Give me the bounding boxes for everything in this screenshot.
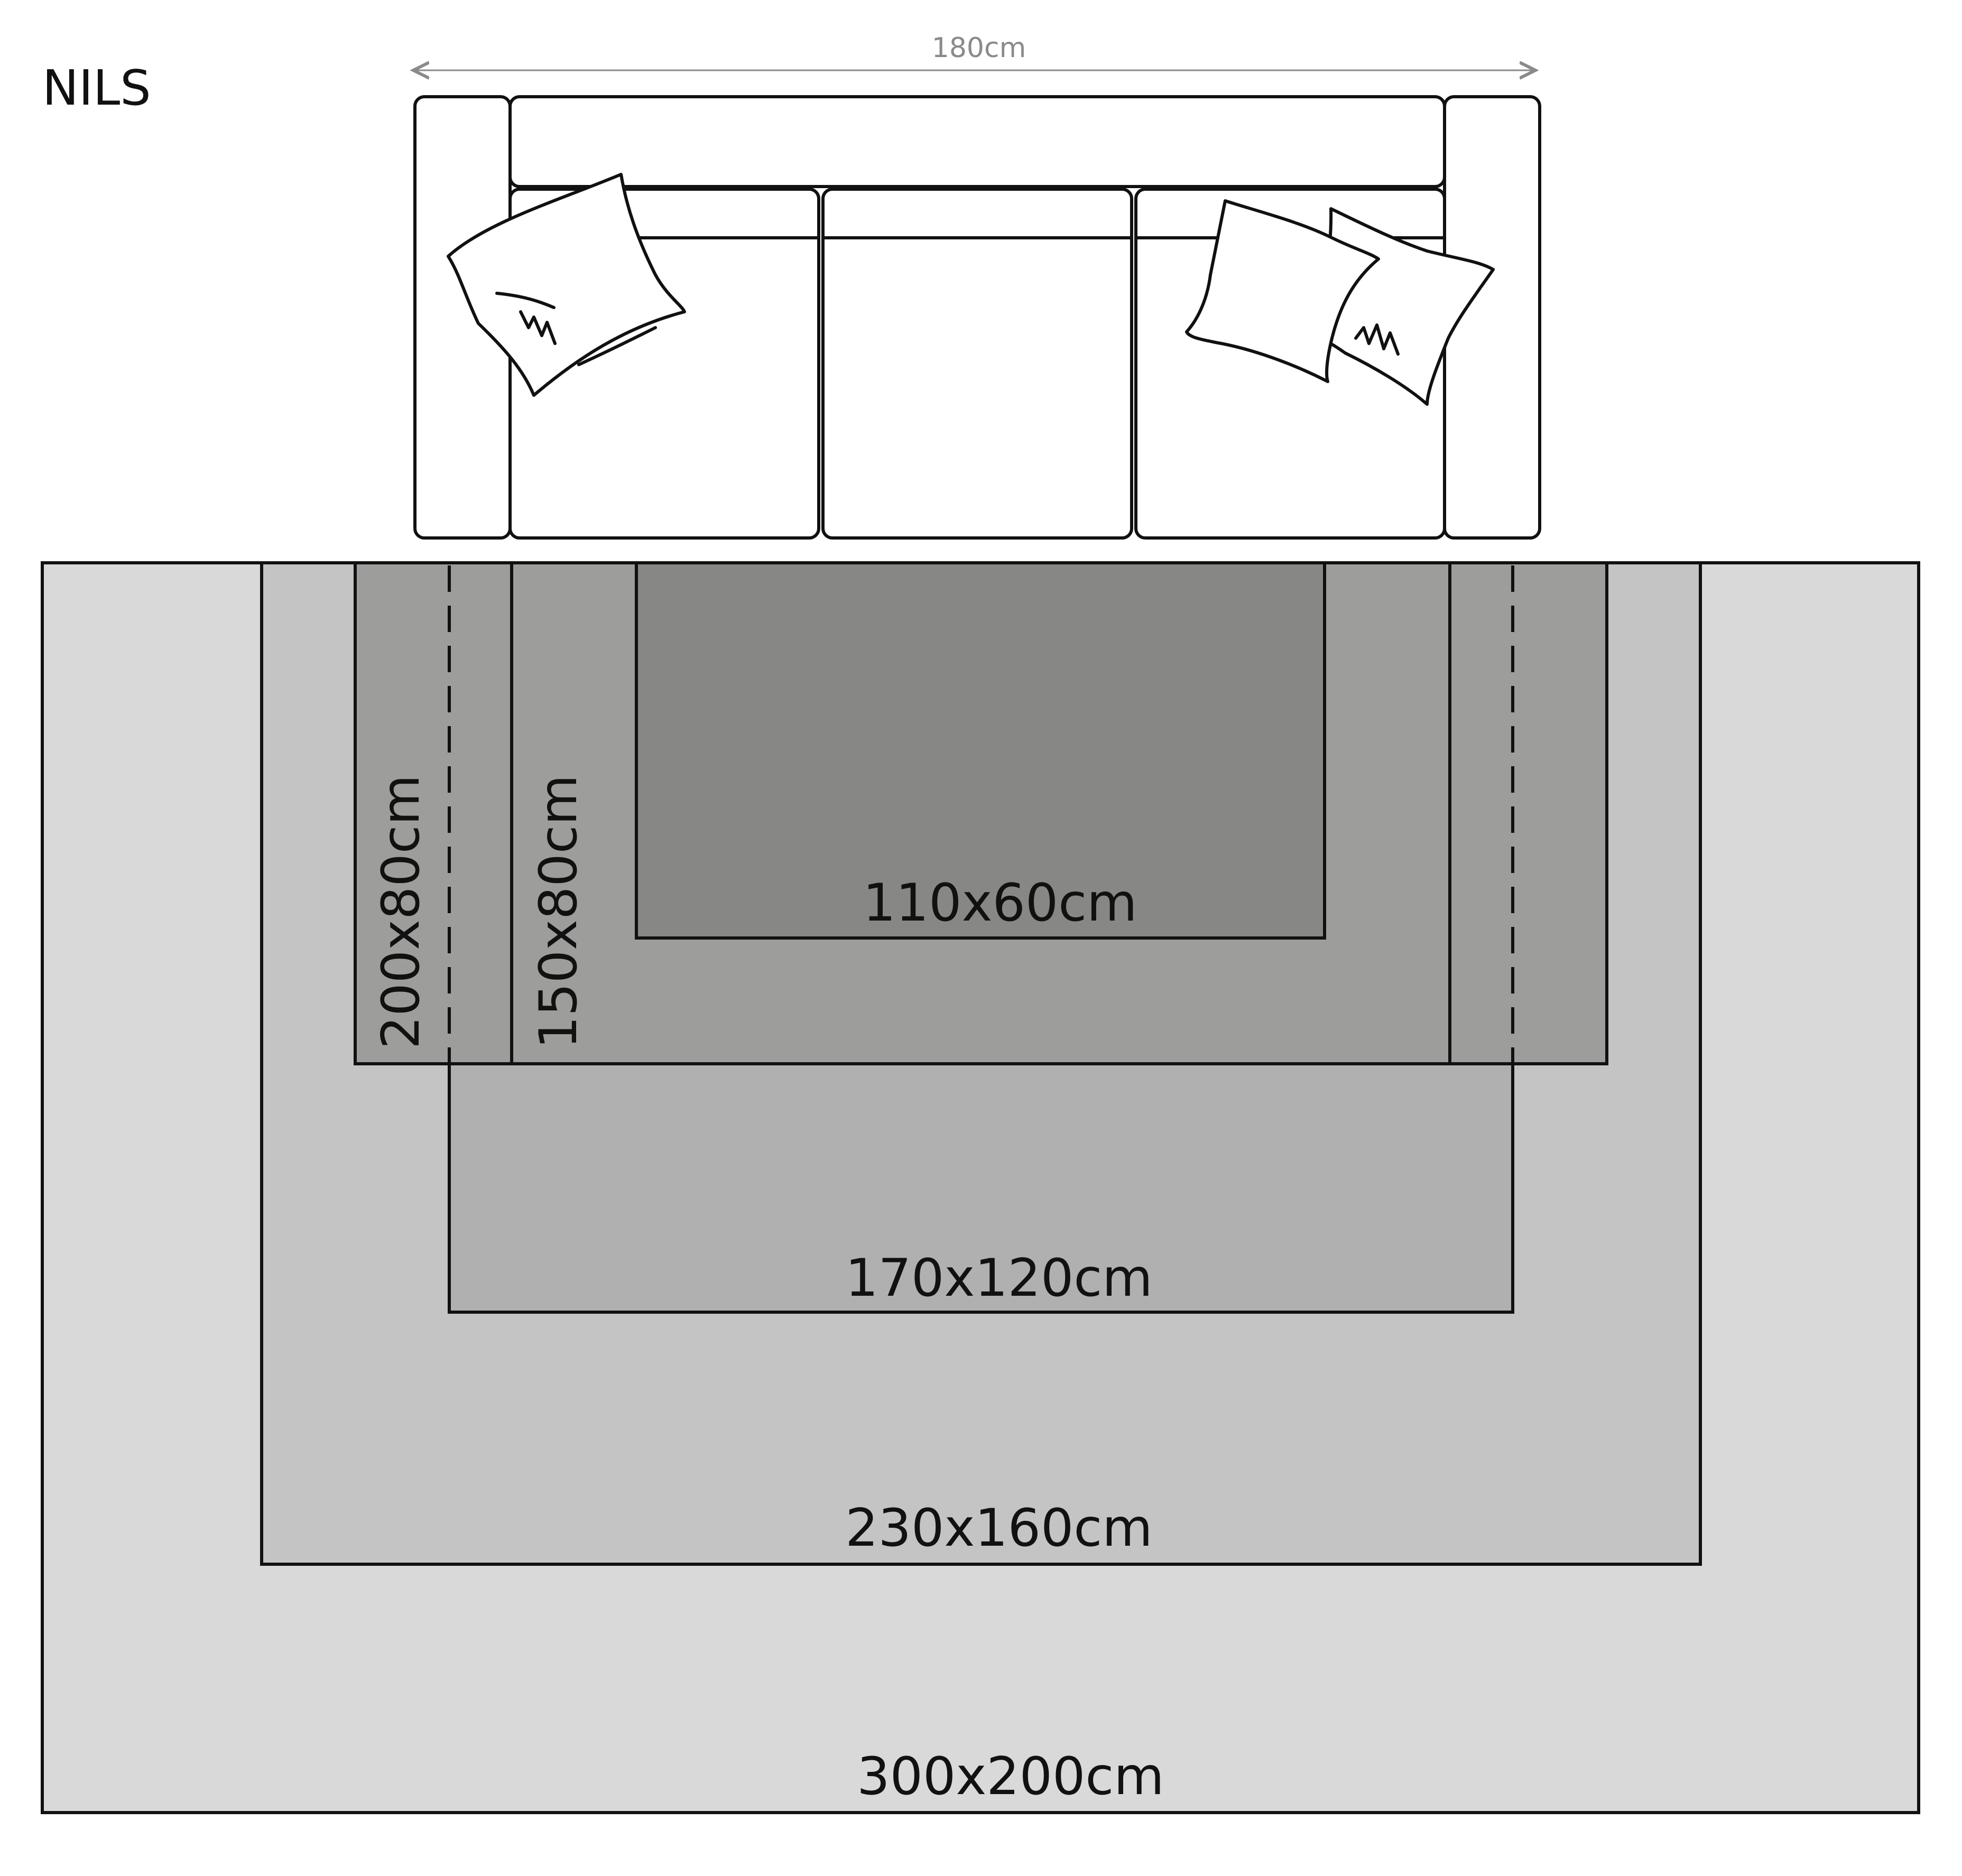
sofa-backrest (508, 95, 1446, 188)
sofa-seat-middle (821, 188, 1133, 540)
sofa-width-dimension: 180cm (413, 32, 1535, 70)
sofa-width-label: 180cm (932, 32, 1026, 64)
rug-110x60 (635, 561, 1326, 940)
sofa (413, 95, 1541, 540)
rug-200x80-label: 200x80cm (371, 775, 431, 1049)
rug-170x120-label: 170x120cm (845, 1248, 1152, 1308)
pillow-right-front (1185, 199, 1380, 383)
rug-110x60-label: 110x60cm (863, 873, 1137, 933)
brand-title: NILS (42, 60, 151, 116)
rug-230x160-label: 230x160cm (845, 1498, 1152, 1558)
rug-300x200-label: 300x200cm (857, 1747, 1164, 1807)
pillow-left (447, 173, 686, 397)
rug-170x120 (448, 1062, 1514, 1314)
rug-layers: 300x200cm 230x160cm 170x120cm 110x60cm 2… (41, 561, 1920, 1814)
rug-150x80-label: 150x80cm (529, 775, 589, 1049)
